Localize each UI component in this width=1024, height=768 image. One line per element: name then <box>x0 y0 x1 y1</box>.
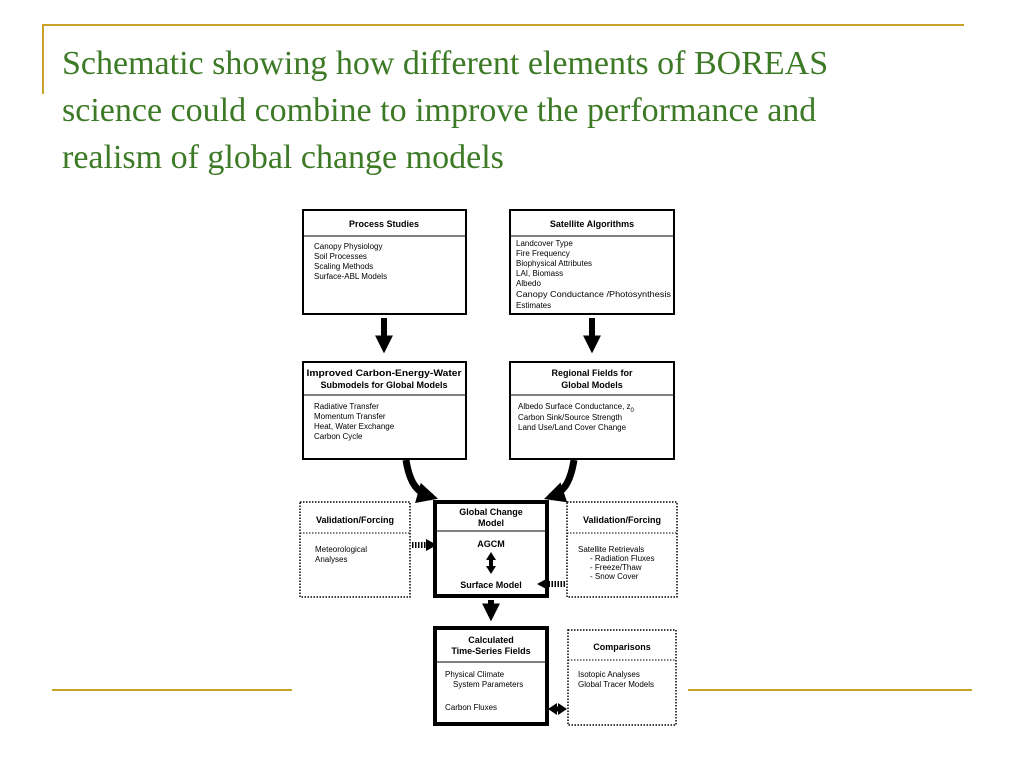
calculated-fields-box: Calculated Time-Series Fields Physical C… <box>433 626 549 726</box>
calculated-comparisons-double-arrow <box>548 703 567 715</box>
satellite-algorithms-header: Satellite Algorithms <box>550 219 634 229</box>
process-studies-item: Soil Processes <box>314 252 367 261</box>
bottom-rule-right <box>688 689 972 691</box>
improved-submodels-item: Radiative Transfer <box>314 402 379 411</box>
title-line: science could combine to improve the per… <box>62 92 817 129</box>
arrow-regional-to-gcm <box>544 459 578 503</box>
satellite-algorithms-item: Landcover Type <box>516 239 573 248</box>
satellite-algorithms-item: Fire Frequency <box>516 249 570 258</box>
gcm-surface-model-label: Surface Model <box>460 580 522 590</box>
left-accent-rule <box>42 24 44 94</box>
process-studies-box: Process Studies Canopy Physiology Soil P… <box>302 209 467 315</box>
comparisons-header: Comparisons <box>593 642 651 652</box>
satellite-algorithms-item: Canopy Conductance /Photosynthesis <box>516 290 671 299</box>
satellite-algorithms-item: Estimates <box>516 301 551 310</box>
regional-fields-item: Carbon Sink/Source Strength <box>518 413 622 422</box>
regional-fields-header: Global Models <box>561 380 623 390</box>
title-line: realism of global change models <box>62 139 504 176</box>
validation-right-header: Validation/Forcing <box>583 515 661 525</box>
validation-left-header: Validation/Forcing <box>316 515 394 525</box>
validation-right-item: Satellite Retrievals <box>578 545 644 554</box>
arrowhead-validation-left <box>426 539 437 551</box>
improved-submodels-item: Carbon Cycle <box>314 432 363 441</box>
satellite-algorithms-item: LAI, Biomass <box>516 269 563 278</box>
regional-fields-header: Regional Fields for <box>551 368 633 378</box>
validation-left-item: Analyses <box>315 555 347 564</box>
improved-submodels-item: Momentum Transfer <box>314 412 386 421</box>
process-studies-item: Surface-ABL Models <box>314 272 387 281</box>
gcm-header: Global Change <box>459 507 523 517</box>
calculated-fields-item: System Parameters <box>453 680 523 689</box>
arrow-submodels-to-gcm <box>402 459 439 504</box>
comparisons-item: Global Tracer Models <box>578 680 654 689</box>
top-rule <box>42 24 964 26</box>
comparisons-box: Comparisons Isotopic Analyses Global Tra… <box>567 629 677 726</box>
title-line: Schematic showing how different elements… <box>62 45 829 82</box>
comparisons-item: Isotopic Analyses <box>578 670 640 679</box>
process-studies-item: Scaling Methods <box>314 262 373 271</box>
bottom-rule-left <box>52 689 292 691</box>
improved-submodels-box: Improved Carbon-Energy-Water Submodels f… <box>302 361 467 460</box>
validation-right-item: - Freeze/Thaw <box>590 563 642 572</box>
satellite-algorithms-box: Satellite Algorithms Landcover Type Fire… <box>509 209 675 315</box>
regional-fields-box: Regional Fields for Global Models Albedo… <box>509 361 675 460</box>
improved-submodels-header: Submodels for Global Models <box>320 380 447 390</box>
agcm-surface-exchange-arrow <box>486 552 496 574</box>
validation-right-item: - Radiation Fluxes <box>590 554 654 563</box>
validation-left-item: Meteorological <box>315 545 367 554</box>
calculated-fields-header: Time-Series Fields <box>451 646 530 656</box>
calculated-fields-item: Physical Climate <box>445 670 505 679</box>
gcm-header: Model <box>478 518 504 528</box>
calculated-fields-item: Carbon Fluxes <box>445 703 497 712</box>
calculated-fields-header: Calculated <box>468 635 514 645</box>
validation-right-item: - Snow Cover <box>590 572 639 581</box>
validation-right-box: Validation/Forcing Satellite Retrievals … <box>566 501 678 598</box>
slide-title: Schematic showing how different elements… <box>62 40 962 181</box>
global-change-model-box: Global Change Model AGCM Surface Model <box>433 500 549 598</box>
arrowhead-validation-right <box>537 578 548 590</box>
process-studies-item: Canopy Physiology <box>314 242 382 251</box>
process-studies-header: Process Studies <box>349 219 419 229</box>
satellite-algorithms-item: Biophysical Attributes <box>516 259 592 268</box>
regional-fields-item: Albedo Surface Conductance, z0 <box>518 402 635 414</box>
validation-left-box: Validation/Forcing Meteorological Analys… <box>299 501 411 598</box>
improved-submodels-header: Improved Carbon-Energy-Water <box>307 368 463 378</box>
gcm-agcm-label: AGCM <box>477 539 505 549</box>
improved-submodels-item: Heat, Water Exchange <box>314 422 395 431</box>
regional-fields-item: Land Use/Land Cover Change <box>518 423 627 432</box>
satellite-algorithms-item: Albedo <box>516 279 541 288</box>
